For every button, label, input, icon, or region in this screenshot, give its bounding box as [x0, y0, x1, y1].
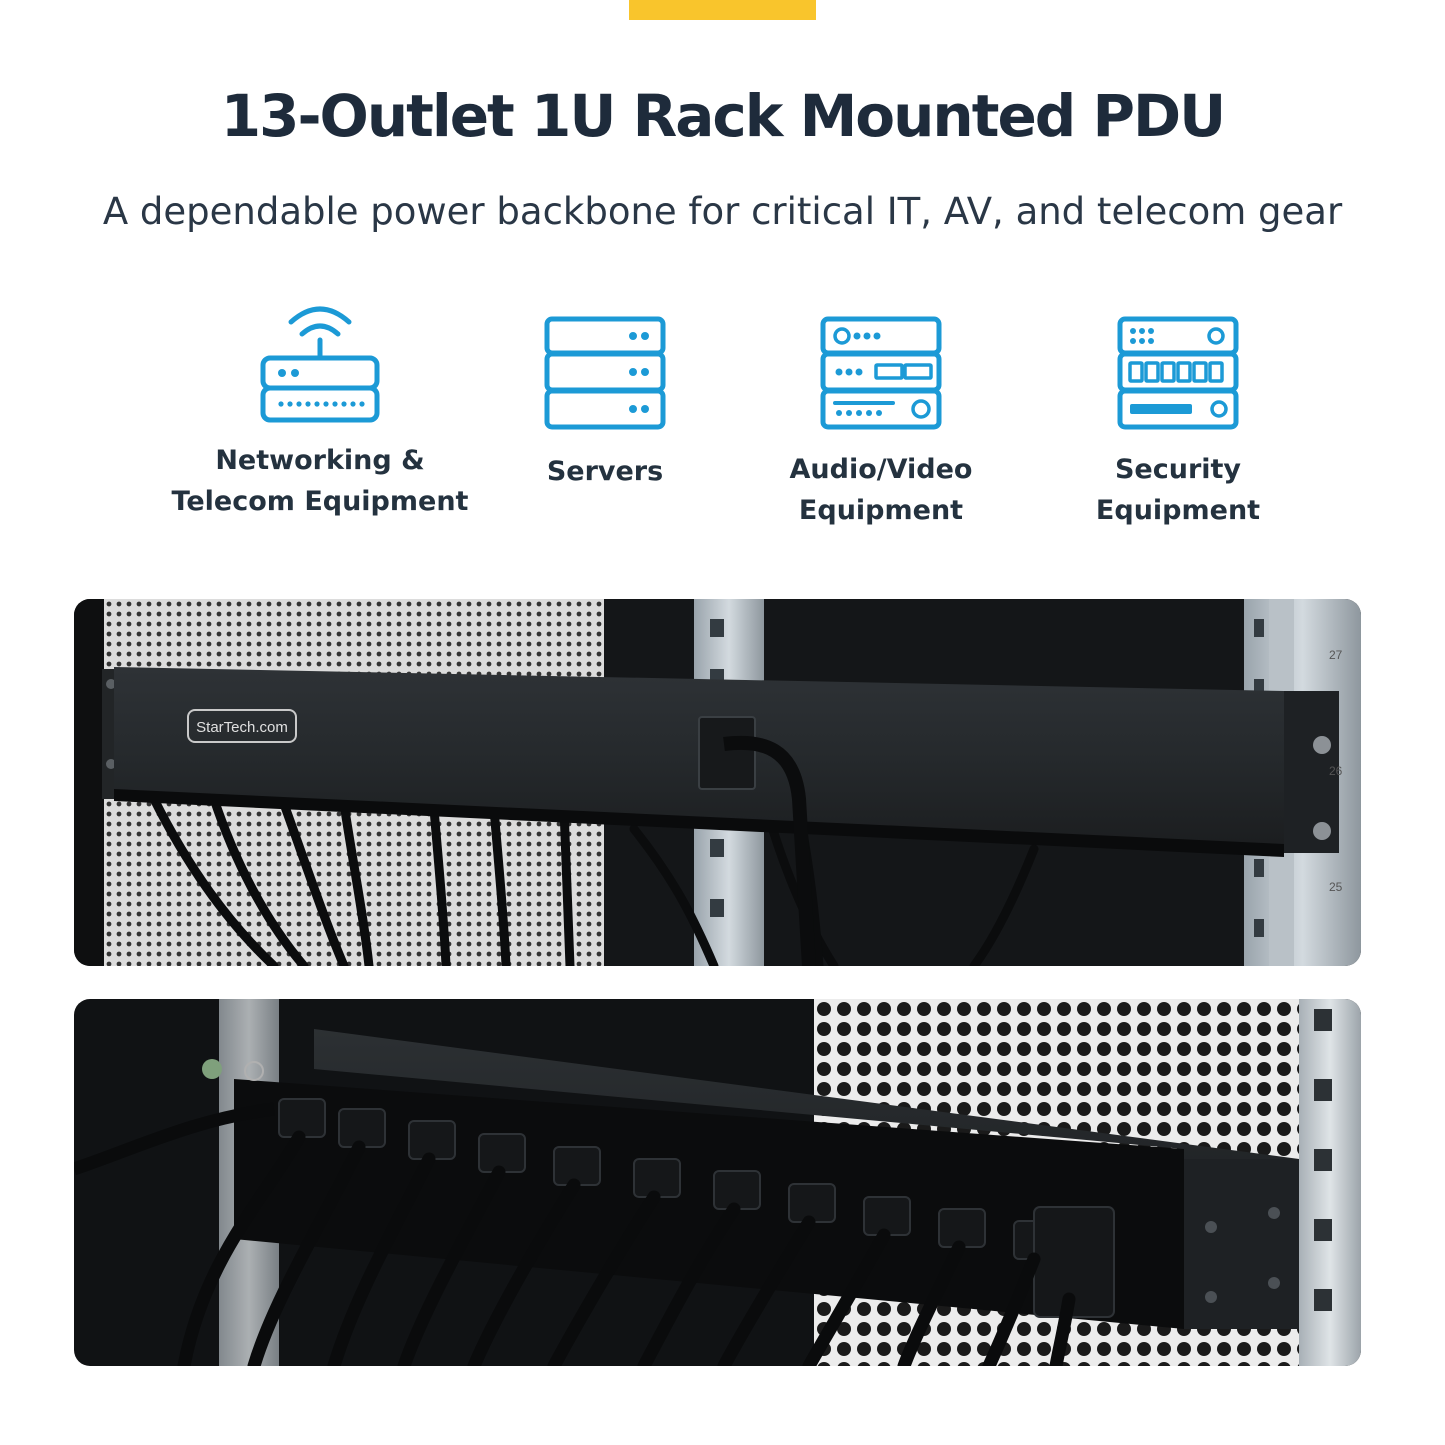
category-label: Servers — [546, 456, 664, 487]
category-servers: Servers — [490, 315, 720, 492]
av-equipment-icon — [820, 316, 942, 430]
security-equipment-icon — [1117, 316, 1239, 430]
category-security: Security Equipment — [1057, 315, 1299, 531]
rack-unit-label: 26 — [1329, 764, 1343, 778]
rack-unit-label: 25 — [1329, 880, 1343, 894]
page-title: 13-Outlet 1U Rack Mounted PDU — [220, 82, 1227, 150]
category-label: Security Equipment — [1095, 454, 1261, 526]
category-audio-video: Audio/Video Equipment — [760, 315, 1002, 531]
accent-bar — [629, 0, 816, 20]
category-label: Networking & Telecom Equipment — [171, 445, 469, 517]
pdu-front-photo: StarTech.com 27 26 25 — [74, 599, 1361, 966]
router-icon — [260, 306, 380, 423]
startech-logo: StarTech.com — [196, 719, 288, 736]
page-subtitle: A dependable power backbone for critical… — [102, 190, 1343, 233]
category-label: Audio/Video Equipment — [789, 454, 973, 526]
category-networking: Networking & Telecom Equipment — [170, 300, 470, 522]
server-rack-icon — [544, 316, 666, 430]
pdu-rear-photo — [74, 999, 1361, 1366]
rack-unit-label: 27 — [1329, 648, 1343, 662]
